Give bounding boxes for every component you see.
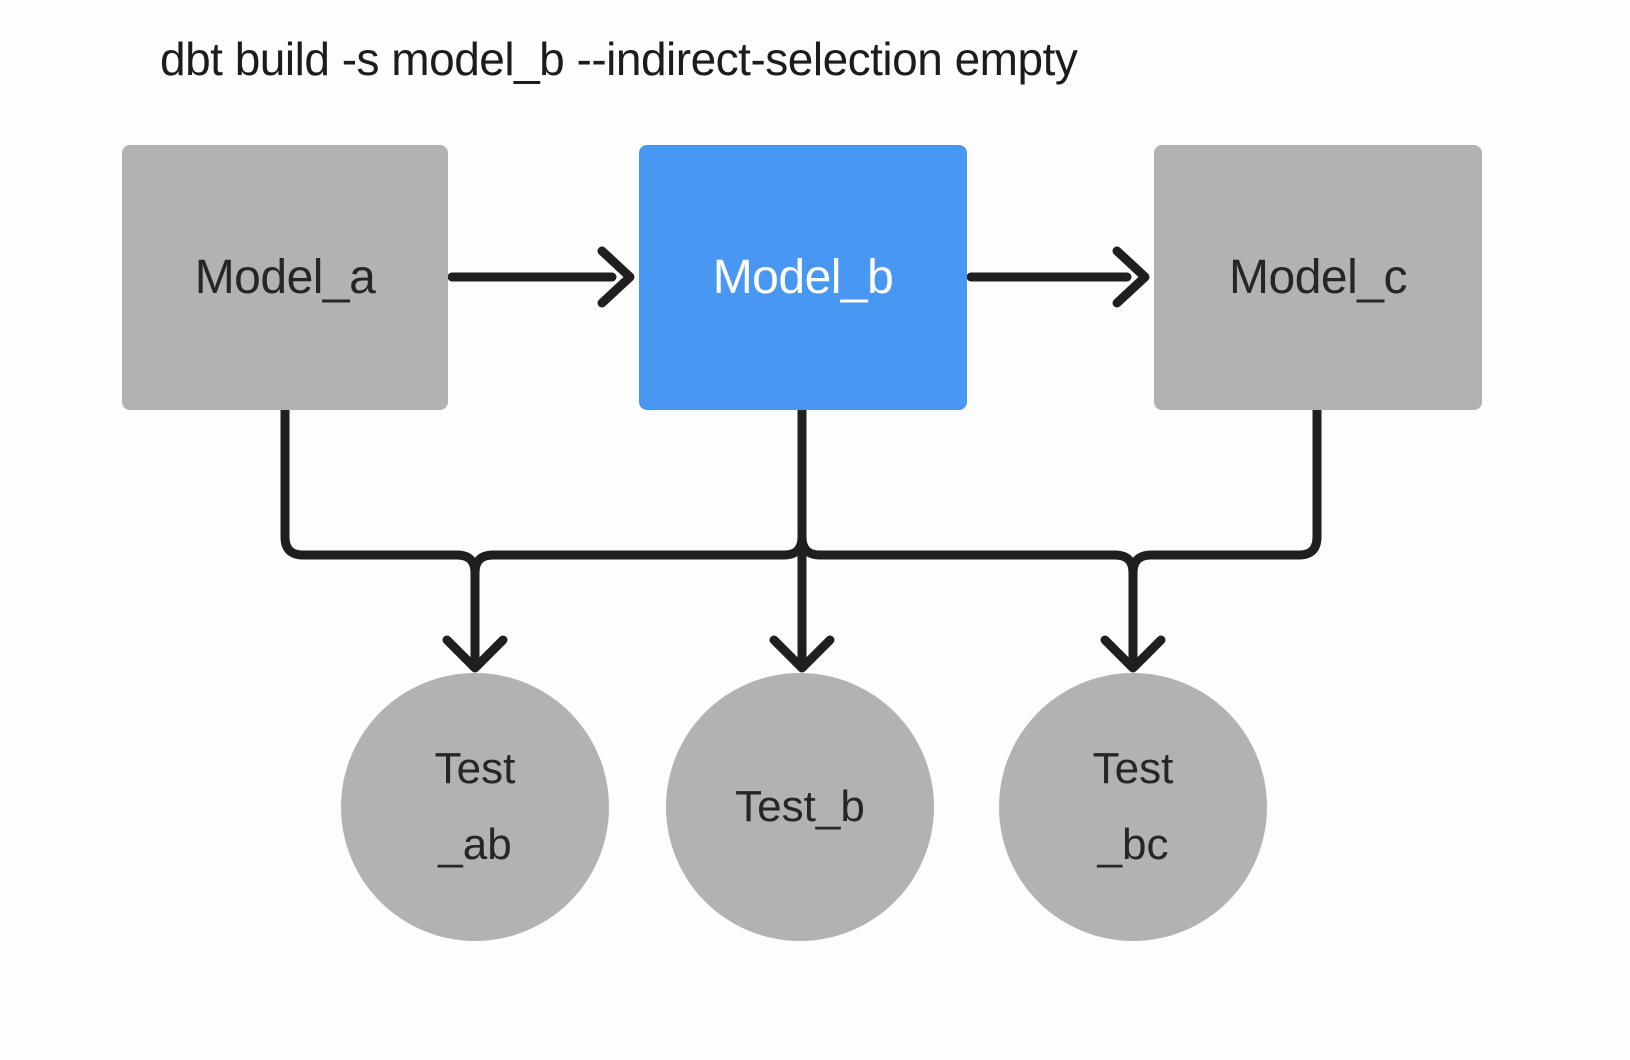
arrowhead-test-bc-icon: [1100, 635, 1166, 673]
edge-model-a-to-test-ab: [280, 405, 480, 667]
model-node-a: Model_a: [122, 145, 448, 410]
edge-model-c-to-test-bc: [1128, 405, 1322, 578]
model-node-b-selected: Model_b: [639, 145, 967, 410]
test-ab-label-line2: _ab: [438, 820, 512, 869]
diagram-title: dbt build -s model_b --indirect-selectio…: [160, 33, 1078, 85]
test-ab-label-line1: Test: [434, 744, 516, 793]
model-a-label: Model_a: [194, 251, 376, 304]
edge-model-b-to-test-bc: [797, 532, 1138, 667]
test-node-bc: Test _bc: [999, 673, 1267, 941]
test-node-b: Test_b: [666, 673, 934, 941]
edge-model-a-to-model-b: [447, 246, 635, 308]
edge-model-b-to-model-c: [966, 246, 1150, 308]
arrowhead-test-ab-icon: [442, 635, 508, 673]
edge-model-b-to-test-ab: [470, 532, 807, 578]
test-b-label-line1: Test_b: [735, 782, 865, 831]
test-bc-label-line2: _bc: [1097, 820, 1169, 869]
test-bc-label-line1: Test: [1092, 744, 1174, 793]
arrowhead-test-b-icon: [769, 635, 835, 673]
model-node-c: Model_c: [1154, 145, 1482, 410]
test-node-ab: Test _ab: [341, 673, 609, 941]
model-c-label: Model_c: [1229, 251, 1407, 304]
model-b-label: Model_b: [712, 251, 894, 304]
